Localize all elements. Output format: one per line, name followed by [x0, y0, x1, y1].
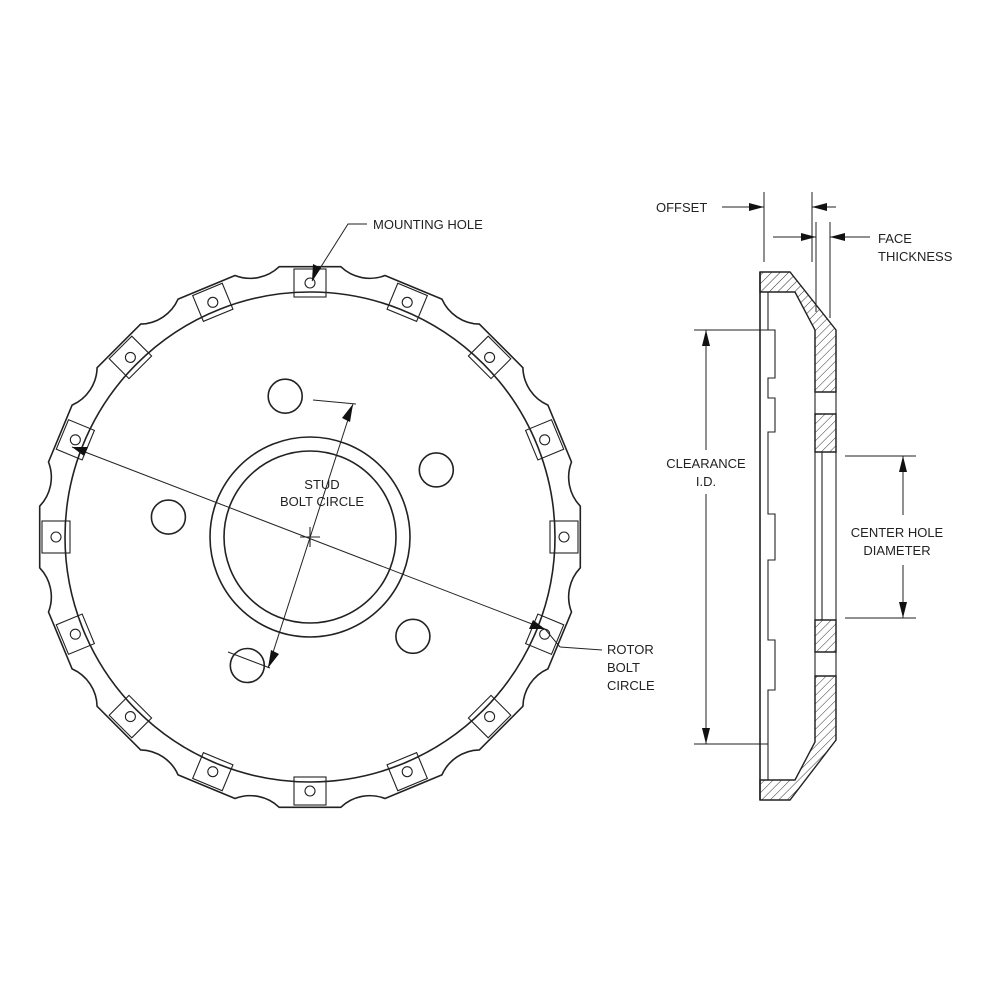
- mounting-tab: [108, 335, 153, 380]
- mounting-tab: [386, 751, 429, 792]
- mounting-tab: [293, 776, 327, 806]
- mounting-tab: [386, 282, 429, 323]
- offset-arrow-right: [812, 203, 827, 211]
- mounting-hole: [69, 434, 81, 446]
- mounting-hole-leader: [311, 223, 367, 282]
- face-section-mid-upper: [814, 413, 837, 453]
- mounting-tab: [467, 694, 512, 739]
- tab-boss: [467, 335, 512, 380]
- rotor-dim-arrow-right: [529, 620, 545, 629]
- scalloped-outer-edge: [38, 265, 582, 809]
- mounting-hole: [539, 434, 551, 446]
- center-bore-inner: [223, 450, 397, 624]
- mounting-tab: [191, 751, 234, 792]
- center-hole-label-2: DIAMETER: [863, 543, 930, 558]
- mounting-tab: [191, 282, 234, 323]
- face-thickness-label-1: FACE: [878, 231, 912, 246]
- mounting-hole-arrow: [312, 264, 321, 281]
- rotor-bolt-circle-dim-line: [71, 446, 546, 630]
- tab-boss: [524, 613, 565, 656]
- tab-boss: [191, 751, 234, 792]
- rotor-leader-tail: [559, 646, 603, 651]
- stud-hole: [395, 618, 431, 655]
- side-section-view: OFFSET FACE THICKNESS CLEARANCE I.D. CEN…: [656, 192, 953, 801]
- rotor-bolt-circle-label-1: ROTOR: [607, 642, 654, 657]
- center-hole-label-1: CENTER HOLE: [851, 525, 944, 540]
- clearance-arrow-top: [702, 330, 710, 346]
- mounting-tab: [467, 335, 512, 380]
- rotor-bolt-circle-label-3: CIRCLE: [607, 678, 655, 693]
- tab-boss: [41, 520, 71, 554]
- offset-label: OFFSET: [656, 200, 707, 215]
- mounting-hole: [207, 296, 219, 308]
- face-thickness-label-2: THICKNESS: [878, 249, 953, 264]
- tab-boss: [108, 335, 153, 380]
- tab-boss: [293, 268, 327, 298]
- mounting-tab: [524, 418, 565, 461]
- tab-boss: [549, 520, 579, 554]
- tab-boss: [108, 694, 153, 739]
- mounting-tab: [524, 613, 565, 656]
- mounting-tabs: [41, 268, 579, 806]
- mounting-hole: [124, 711, 136, 723]
- mounting-hole: [69, 628, 81, 640]
- tab-boss: [55, 418, 96, 461]
- rotor-dim-arrow-left: [72, 447, 88, 456]
- mounting-tab: [549, 520, 579, 554]
- clearance-arrow-bottom: [702, 728, 710, 744]
- tab-boss: [386, 751, 429, 792]
- mounting-tab: [55, 418, 96, 461]
- stud-bolt-circle-label-2: BOLT CIRCLE: [280, 494, 364, 509]
- rotor-bolt-circle-label-2: BOLT: [607, 660, 640, 675]
- center-hole-arrow-bottom: [899, 602, 907, 618]
- flange-section-top: [759, 271, 837, 393]
- mounting-hole: [50, 531, 62, 543]
- mounting-tab: [108, 694, 153, 739]
- stud-bolt-circle-dim-line: [267, 403, 354, 669]
- mounting-hole: [484, 351, 496, 363]
- mounting-hole: [401, 766, 413, 778]
- stud-hole: [418, 452, 455, 488]
- stud-hole: [267, 378, 304, 415]
- mounting-tab: [41, 520, 71, 554]
- tab-boss: [191, 282, 234, 323]
- tab-boss: [467, 694, 512, 739]
- mounting-hole: [304, 277, 316, 289]
- mounting-tab: [55, 613, 96, 656]
- stud-ext-top: [312, 399, 357, 405]
- tab-boss: [386, 282, 429, 323]
- center-hole-arrow-top: [899, 456, 907, 472]
- face-section-mid-lower: [814, 619, 837, 653]
- stud-dim-arrow-bottom: [268, 650, 279, 668]
- stud-dim-arrow-top: [342, 404, 353, 422]
- stud-ext-bottom: [227, 651, 271, 669]
- mounting-hole: [401, 296, 413, 308]
- mounting-hole: [304, 785, 316, 797]
- face-arrow-left: [801, 233, 816, 241]
- mounting-hole: [484, 711, 496, 723]
- mounting-hole-label: MOUNTING HOLE: [373, 217, 483, 232]
- offset-arrow-left: [749, 203, 764, 211]
- tab-boss: [293, 776, 327, 806]
- center-bore-outer: [209, 436, 411, 638]
- front-view: MOUNTING HOLE STUD BOLT CIRCLE ROTOR BOL…: [38, 217, 655, 809]
- tab-boss: [524, 418, 565, 461]
- clearance-label-2: I.D.: [696, 474, 716, 489]
- stud-bolt-circle-label-1: STUD: [304, 477, 339, 492]
- tab-boss: [55, 613, 96, 656]
- mounting-hole: [558, 531, 570, 543]
- inner-face-circle: [64, 291, 556, 783]
- mounting-hole: [539, 628, 551, 640]
- clearance-label-1: CLEARANCE: [666, 456, 746, 471]
- face-arrow-right: [830, 233, 845, 241]
- stud-hole: [150, 499, 187, 535]
- mounting-hole: [207, 766, 219, 778]
- hat-inner-profile: [767, 292, 776, 780]
- mounting-hole: [124, 351, 136, 363]
- mounting-tab: [293, 268, 327, 298]
- stud-hole: [229, 647, 266, 684]
- rotor-leader-line: [544, 628, 561, 648]
- flange-section-bottom: [759, 675, 837, 801]
